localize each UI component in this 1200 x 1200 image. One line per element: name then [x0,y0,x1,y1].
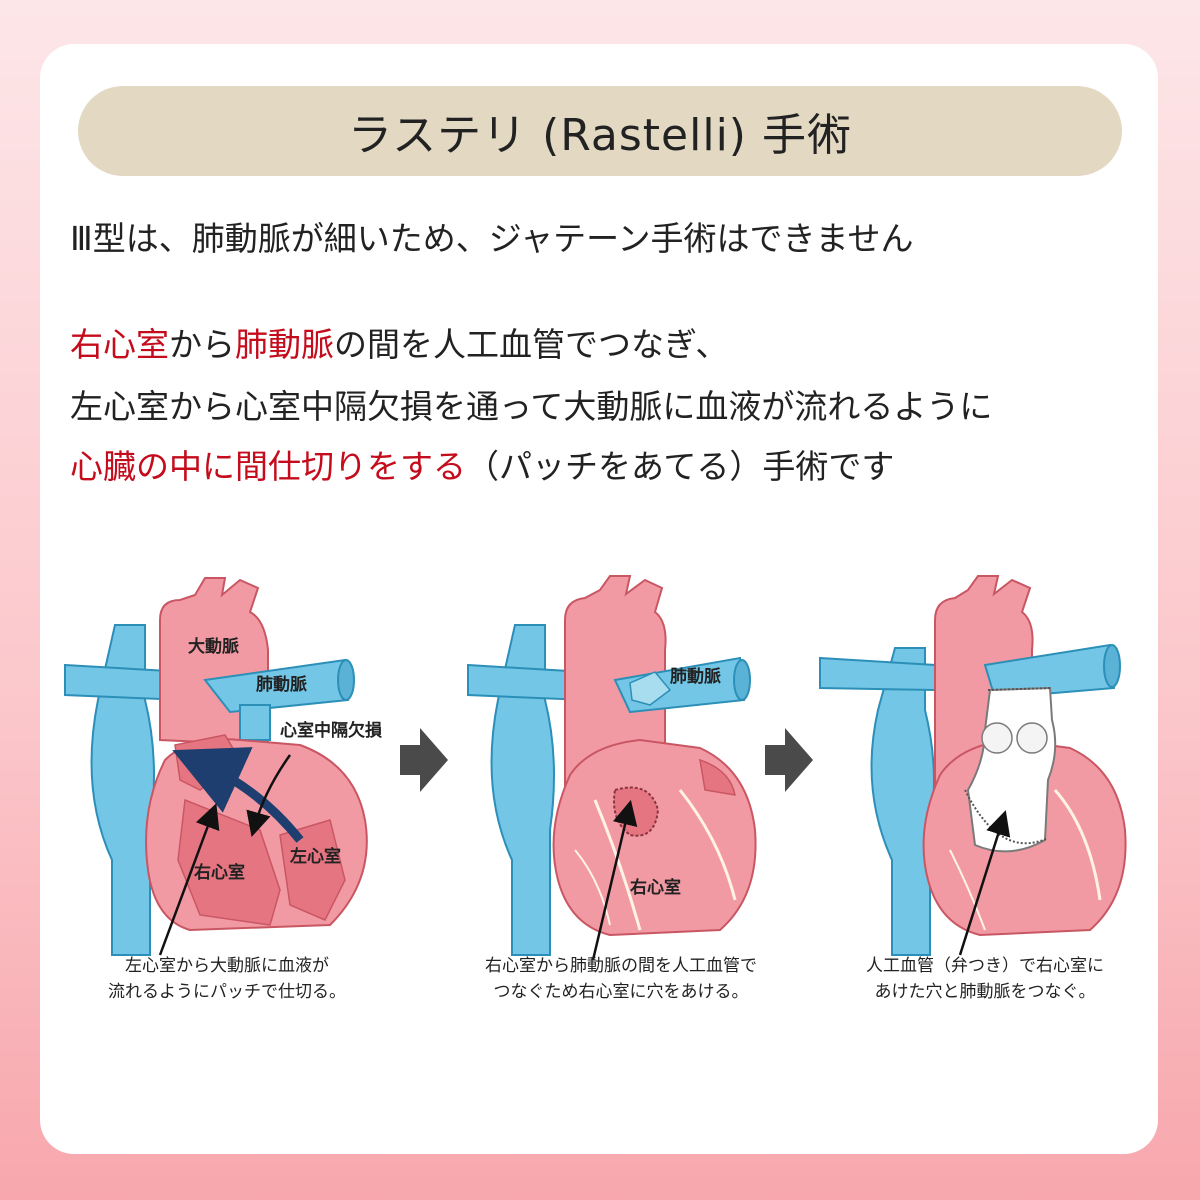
panel-1: 大動脈 肺動脈 心室中隔欠損 右心室 左心室 左心室から大動脈に血液が 流れるよ… [64,577,383,1002]
label-pulmonary-1: 肺動脈 [256,674,307,695]
text-connect: の間を人工血管でつなぎ、 [334,325,729,364]
paragraph-line-2: 左心室から心室中隔欠損を通って大動脈に血液が流れるように [70,387,993,426]
highlight-right-ventricle: 右心室 [70,325,169,364]
vena-cava-3 [870,647,935,956]
panel-3: 人工血管（弁つき）で右心室に あけた穴と肺動脈をつなぐ。 [819,575,1127,1002]
page-title-text: ラステリ (Rastelli) 手術 [348,110,852,161]
vena-cava [90,624,155,956]
aorta-2 [564,575,667,792]
label-rv-1: 右心室 [194,862,245,883]
page-title: ラステリ (Rastelli) 手術 [78,86,1122,176]
caption-3-line-2: あけた穴と肺動脈をつなぐ。 [875,982,1096,1002]
highlight-pulmonary-artery: 肺動脈 [235,325,334,364]
caption-1-line-2: 流れるようにパッチで仕切る。 [108,982,346,1002]
caption-2-line-1: 右心室から肺動脈の間を人工血管で [485,956,757,976]
caption-1-line-1: 左心室から大動脈に血液が [125,956,329,976]
text-patch: （パッチをあてる）手術です [466,447,895,486]
label-rv-2: 右心室 [630,877,681,898]
highlight-partition: 心臓の中に間仕切りをする [70,447,466,486]
vena-cava-2 [490,624,555,956]
caption-2-line-2: つなぐため右心室に穴をあける。 [494,982,749,1002]
paragraph-line-3: 心臓の中に間仕切りをする（パッチをあてる）手術です [70,440,894,488]
label-lv: 左心室 [290,846,341,867]
paragraph-line-1: 右心室から肺動脈の間を人工血管でつなぎ、 [70,318,728,366]
label-aorta: 大動脈 [188,636,239,657]
text-kara: から [169,325,235,364]
heart-2 [552,738,757,937]
step-arrow-1 [400,728,448,792]
label-vsd: 心室中隔欠損 [280,720,383,741]
caption-3-line-1: 人工血管（弁つき）で右心室に [866,956,1104,976]
panel-2: 肺動脈 右心室 右心室から肺動脈の間を人工血管で つなぐため右心室に穴をあける。 [467,575,757,1002]
step-arrow-2 [765,728,813,792]
pulmonary-artery-3 [983,643,1116,700]
intro-text: Ⅲ型は、肺動脈が細いため、ジャテーン手術はできません [70,219,914,258]
label-pulmonary-2: 肺動脈 [670,666,721,687]
